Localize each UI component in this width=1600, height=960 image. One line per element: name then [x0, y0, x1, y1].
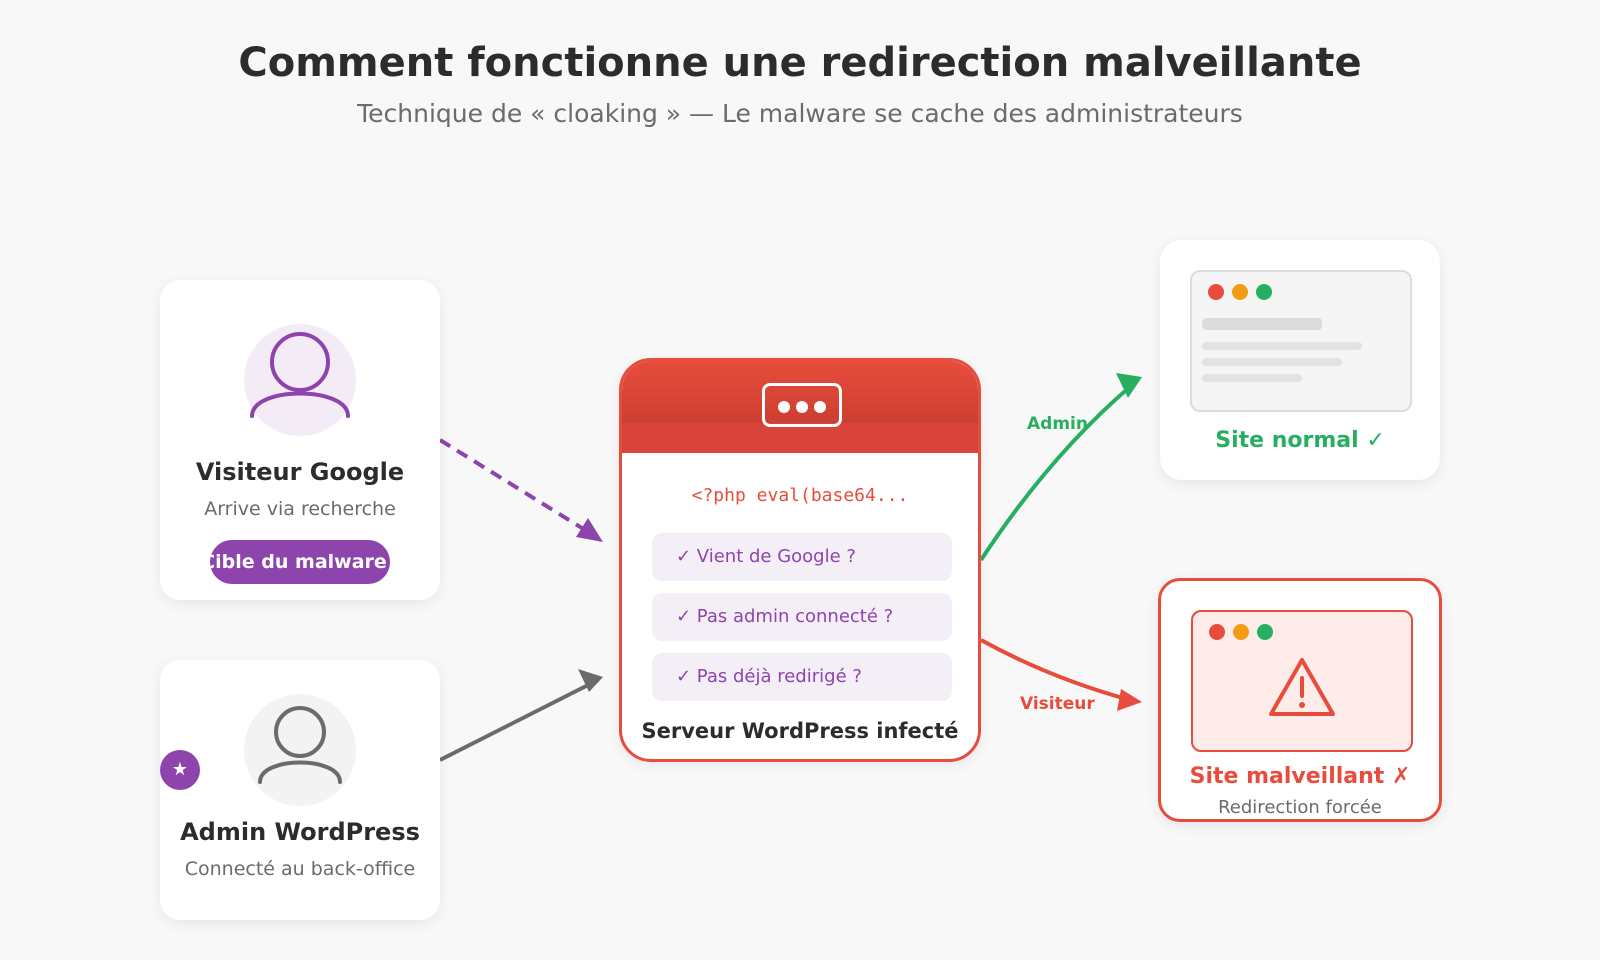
admin-arrow [439, 678, 599, 762]
visitor-description: Arrive via recherche [204, 498, 396, 520]
visitor-card: Visiteur Google Arrive via recherche Cib… [160, 280, 440, 600]
visitor-arrowhead [576, 518, 603, 542]
warning-icon [1269, 658, 1335, 716]
malicious-site-title: Site malveillant ✗ [1189, 764, 1411, 789]
close-dot-icon [1209, 624, 1225, 640]
user-icon [258, 706, 342, 784]
server-header [622, 361, 978, 453]
diagram-title: Comment fonctionne une redirection malve… [238, 40, 1362, 86]
malicious-code-snippet: <?php eval(base64... [691, 485, 909, 506]
admin-arrowhead [578, 669, 603, 692]
admin-description: Connecté au back-office [184, 858, 416, 880]
browser-window [1190, 270, 1412, 412]
maximize-dot-icon [1256, 284, 1272, 300]
server-label: Serveur WordPress infecté [641, 719, 959, 743]
server-icon [762, 383, 842, 427]
check-item: ✓ Pas déjà redirigé ? [652, 653, 952, 701]
minimize-dot-icon [1232, 284, 1248, 300]
placeholder-line [1202, 342, 1362, 350]
minimize-dot-icon [1233, 624, 1249, 640]
browser-window [1191, 610, 1413, 752]
normal-site-card: Site normal ✓ [1160, 240, 1440, 480]
close-dot-icon [1208, 284, 1224, 300]
maximize-dot-icon [1257, 624, 1273, 640]
placeholder-line [1202, 358, 1342, 366]
diagram-subtitle: Technique de « cloaking » — Le malware s… [357, 99, 1243, 128]
admin-avatar [244, 694, 356, 806]
placeholder-heading [1202, 318, 1322, 330]
malicious-site-description: Redirection forcée [1218, 797, 1382, 818]
visitor-route-arrowhead [1117, 689, 1142, 711]
infected-server-card: <?php eval(base64... ✓ Vient de Google ?… [619, 358, 981, 762]
visitor-route-arrow [980, 638, 1131, 702]
visitor-route-label: Visiteur [1020, 694, 1095, 714]
user-icon [250, 332, 350, 418]
check-item: ✓ Vient de Google ? [652, 533, 952, 581]
admin-route-label: Admin [1027, 414, 1088, 434]
visitor-avatar [244, 324, 356, 436]
admin-route-arrowhead [1116, 373, 1142, 398]
malware-target-badge: Cible du malware [210, 540, 390, 584]
admin-card: Admin WordPress Connecté au back-office [160, 660, 440, 920]
placeholder-line [1202, 374, 1302, 382]
visitor-arrow [438, 438, 600, 540]
admin-name: Admin WordPress [180, 818, 420, 846]
normal-site-title: Site normal ✓ [1215, 428, 1385, 453]
star-icon: ★ [160, 750, 200, 790]
malicious-site-card: Site malveillant ✗ Redirection forcée [1158, 578, 1442, 822]
admin-route-arrow [979, 383, 1134, 562]
visitor-name: Visiteur Google [195, 458, 405, 486]
check-item: ✓ Pas admin connecté ? [652, 593, 952, 641]
